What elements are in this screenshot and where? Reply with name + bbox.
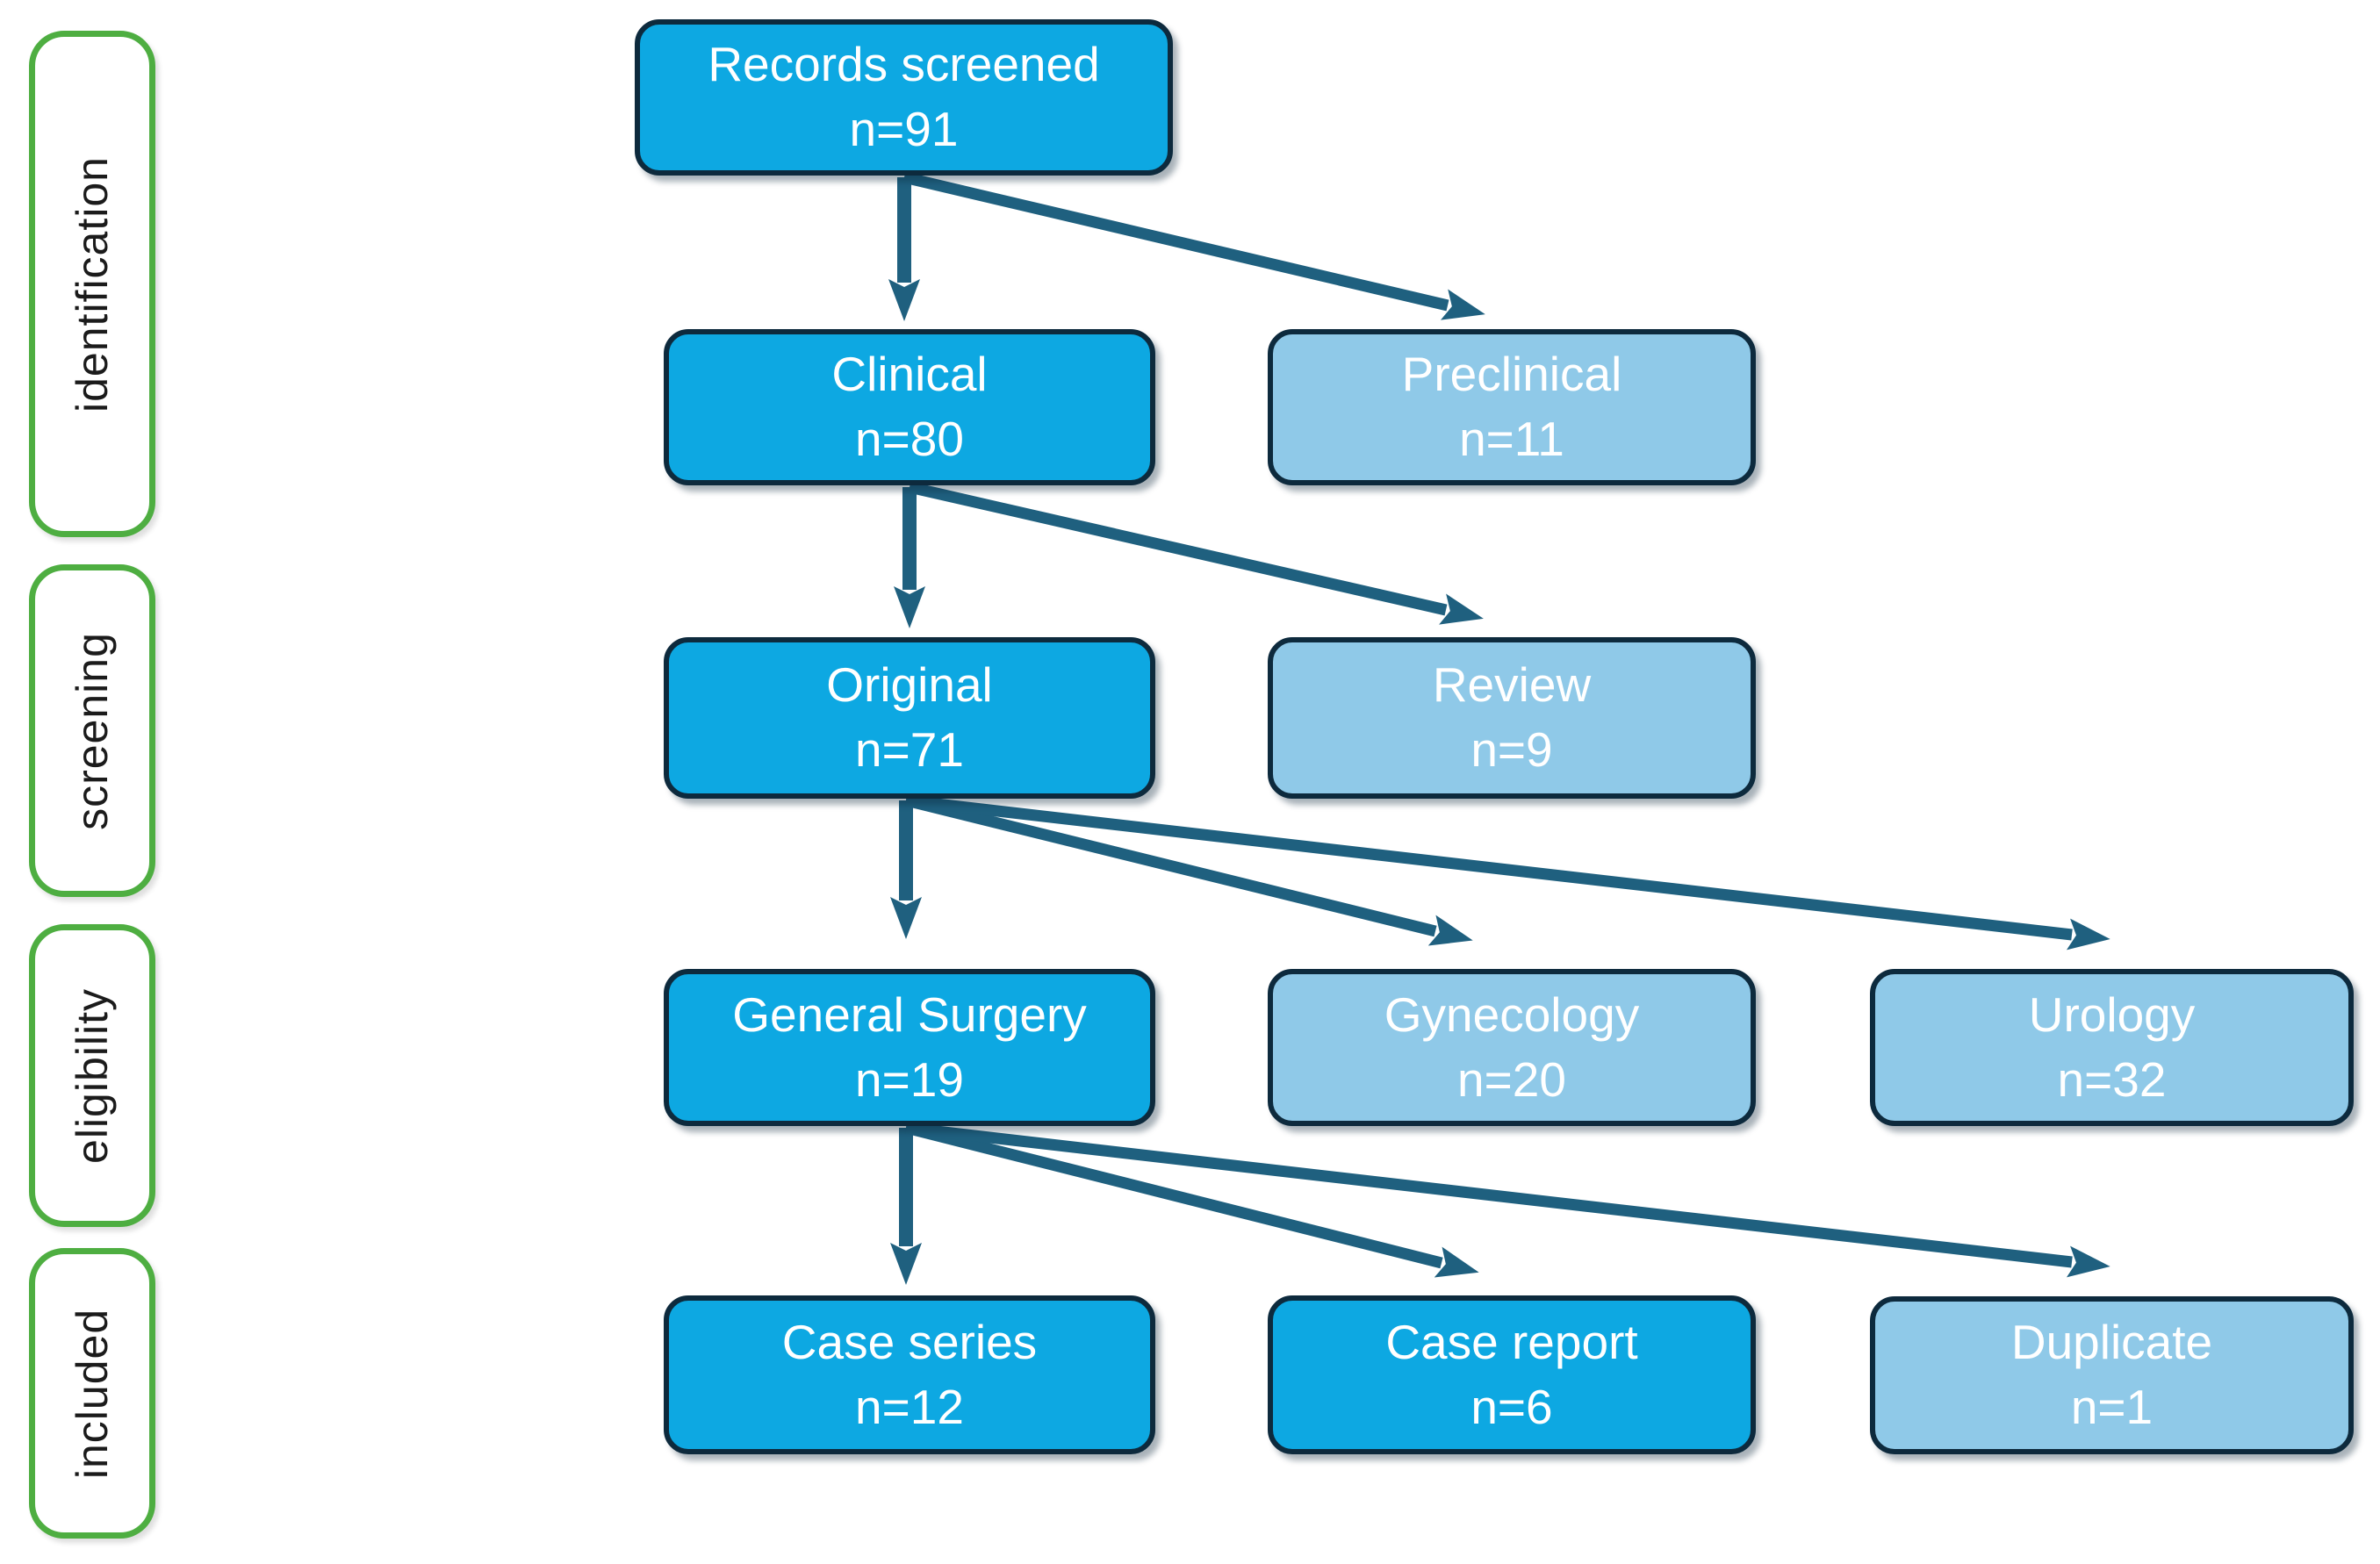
flow-box-label: Records screened: [708, 37, 1100, 92]
stage-included: included: [29, 1248, 155, 1539]
flow-box-label: Gynecology: [1384, 986, 1640, 1042]
flow-box-count: n=80: [855, 412, 964, 466]
arrow-original-to-urology: [905, 794, 2110, 951]
flow-box-label: Urology: [2028, 986, 2196, 1042]
stage-label: identification: [68, 155, 117, 413]
flow-box-label: Review: [1432, 657, 1592, 713]
arrow-records-to-preclinical: [902, 171, 1485, 320]
flow-box-count: n=6: [1470, 1379, 1553, 1434]
flow-box-case-report: Case report n=6: [1268, 1295, 1756, 1454]
arrow-general-surgery-to-duplicate: [905, 1122, 2110, 1278]
flow-box-count: n=91: [849, 102, 959, 156]
flow-box-count: n=12: [855, 1379, 964, 1434]
flow-box-label: Case report: [1385, 1314, 1638, 1369]
stage-label: screening: [68, 631, 118, 830]
flow-box-general-surgery: General Surgery n=19: [664, 969, 1155, 1126]
flow-box-case-series: Case series n=12: [664, 1295, 1155, 1454]
flow-box-records-screened: Records screened n=91: [635, 19, 1173, 176]
flow-box-preclinical: Preclinical n=11: [1268, 329, 1756, 485]
flow-box-count: n=19: [855, 1051, 964, 1107]
flow-box-count: n=71: [855, 722, 964, 777]
flow-box-count: n=1: [2070, 1380, 2154, 1434]
flow-box-urology: Urology n=32: [1870, 969, 2354, 1126]
flow-box-label: Duplicate: [2010, 1315, 2213, 1370]
arrow-general-surgery-to-case-report: [904, 1122, 1479, 1278]
flow-box-duplicate: Duplicate n=1: [1870, 1296, 2354, 1454]
stage-eligibility: eligibility: [29, 924, 155, 1227]
stage-identification: identification: [29, 31, 155, 537]
flow-box-count: n=11: [1459, 412, 1564, 466]
flow-box-review: Review n=9: [1268, 637, 1756, 799]
flow-box-count: n=9: [1470, 722, 1553, 777]
stage-screening: screening: [29, 564, 155, 897]
arrow-original-to-gynecology: [904, 794, 1473, 946]
flow-box-gynecology: Gynecology n=20: [1268, 969, 1756, 1126]
flow-box-label: Clinical: [831, 347, 988, 402]
flow-box-label: General Surgery: [732, 986, 1087, 1042]
flow-box-original: Original n=71: [664, 637, 1155, 799]
flow-box-label: Original: [826, 657, 993, 713]
flow-box-count: n=32: [2057, 1051, 2167, 1107]
flow-box-clinical: Clinical n=80: [664, 329, 1155, 485]
stage-label: eligibility: [68, 987, 117, 1164]
flow-box-label: Case series: [781, 1314, 1038, 1369]
flow-box-count: n=20: [1457, 1051, 1566, 1107]
stage-label: included: [68, 1308, 118, 1479]
flow-box-label: Preclinical: [1401, 347, 1622, 402]
arrow-clinical-to-review: [908, 481, 1484, 625]
